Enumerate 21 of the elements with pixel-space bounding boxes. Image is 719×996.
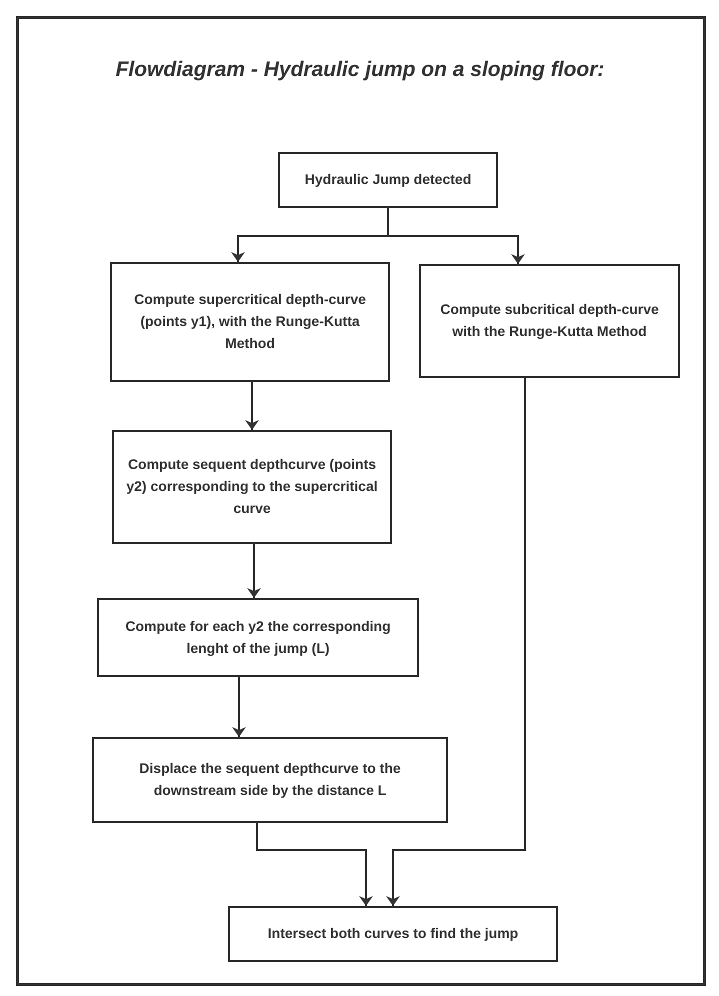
step-text: Hydraulic Jump detected bbox=[304, 170, 472, 190]
arrow bbox=[386, 378, 526, 906]
process-box bbox=[228, 906, 558, 962]
process-box bbox=[419, 264, 680, 378]
step-text: Displace the sequent depthcurve to the downstream side by the distance L bbox=[138, 759, 402, 800]
arrow bbox=[247, 544, 261, 598]
process-box bbox=[92, 737, 448, 823]
process-box bbox=[112, 430, 392, 544]
process-box bbox=[278, 152, 498, 208]
step-text: Compute subcritical depth-curve with the Runge-Kutta Method bbox=[439, 300, 660, 341]
step-text: Compute sequent depthcurve (points y2) corresponding to the supercritical curve bbox=[126, 455, 378, 518]
arrow bbox=[232, 677, 246, 737]
step-text: Compute for each y2 the corresponding lenght of the jump (L) bbox=[124, 616, 392, 658]
arrow bbox=[387, 208, 525, 264]
process-box bbox=[97, 598, 419, 677]
arrow bbox=[245, 382, 259, 430]
diagram-title: Flowdiagram - Hydraulic jump on a sloping floor: bbox=[114, 58, 606, 82]
step-text: Intersect both curves to find the jump bbox=[268, 924, 518, 944]
step-text: Compute supercritical depth-curve (points y1), with the Runge-Kutta Method bbox=[133, 290, 367, 353]
process-box bbox=[110, 262, 390, 382]
arrow bbox=[256, 823, 373, 906]
